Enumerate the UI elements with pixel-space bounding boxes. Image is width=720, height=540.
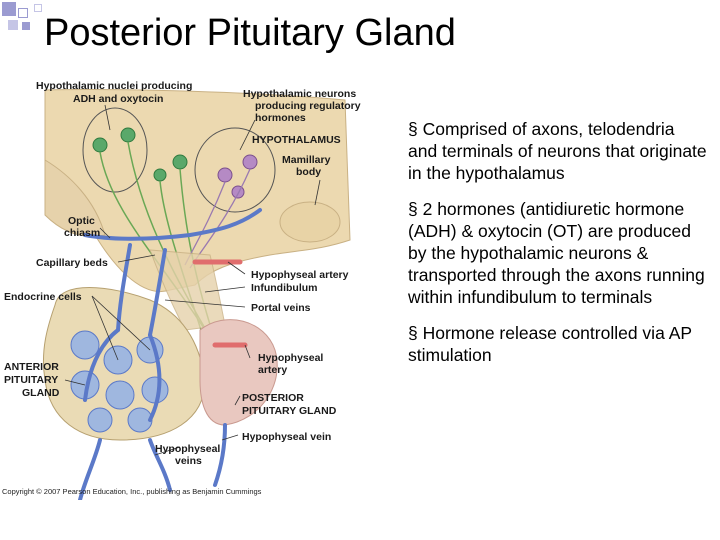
- label-anterior-3: GLAND: [22, 387, 60, 399]
- label-mamillary-2: body: [296, 166, 321, 178]
- label-hypophyseal-vein: Hypophyseal vein: [242, 431, 331, 443]
- label-neurons-3: hormones: [255, 112, 306, 124]
- bullet-item: § Comprised of axons, telodendria and te…: [408, 119, 707, 183]
- label-anterior-2: PITUITARY: [4, 374, 58, 386]
- label-posterior-1: POSTERIOR: [242, 392, 304, 404]
- label-hypophyseal-artery: Hypophyseal artery: [251, 269, 349, 281]
- pituitary-diagram: Hypothalamic nuclei producing ADH and ox…: [2, 80, 361, 500]
- label-endocrine-cells: Endocrine cells: [4, 291, 82, 303]
- label-hypophyseal-veins-1: Hypophyseal: [155, 443, 220, 455]
- label-portal-veins: Portal veins: [251, 302, 311, 314]
- bullet-item: § Hormone release controlled via AP stim…: [408, 323, 692, 365]
- label-anterior-1: ANTERIOR: [4, 361, 59, 373]
- label-optic-2: chiasm: [64, 227, 100, 239]
- label-neurons-1: Hypothalamic neurons: [243, 88, 356, 100]
- label-capillary-beds: Capillary beds: [36, 257, 108, 269]
- slide-title: Posterior Pituitary Gland: [44, 12, 456, 54]
- label-optic-1: Optic: [68, 215, 95, 227]
- label-posterior-2: PITUITARY GLAND: [242, 405, 337, 417]
- bullet-item: § 2 hormones (antidiuretic hormone (ADH)…: [408, 199, 705, 307]
- copyright-notice: Copyright © 2007 Pearson Education, Inc.…: [2, 487, 262, 496]
- label-nuclei-2: ADH and oxytocin: [73, 93, 163, 105]
- mamillary-body-shape: [279, 201, 341, 243]
- label-hypophyseal-artery-2b: artery: [258, 364, 287, 376]
- label-hypothalamus: HYPOTHALAMUS: [252, 134, 341, 146]
- corner-decoration: [0, 0, 44, 44]
- label-mamillary-1: Mamillary: [282, 154, 331, 166]
- label-neurons-2: producing regulatory: [255, 100, 361, 112]
- label-hypophyseal-veins-2: veins: [175, 455, 202, 467]
- label-hypophyseal-artery-2a: Hypophyseal: [258, 352, 323, 364]
- bullet-list: § Comprised of axons, telodendria and te…: [408, 118, 708, 380]
- optic-chiasm-shape: [44, 159, 106, 237]
- label-nuclei-1: Hypothalamic nuclei producing: [36, 80, 192, 92]
- label-infundibulum: Infundibulum: [251, 282, 317, 294]
